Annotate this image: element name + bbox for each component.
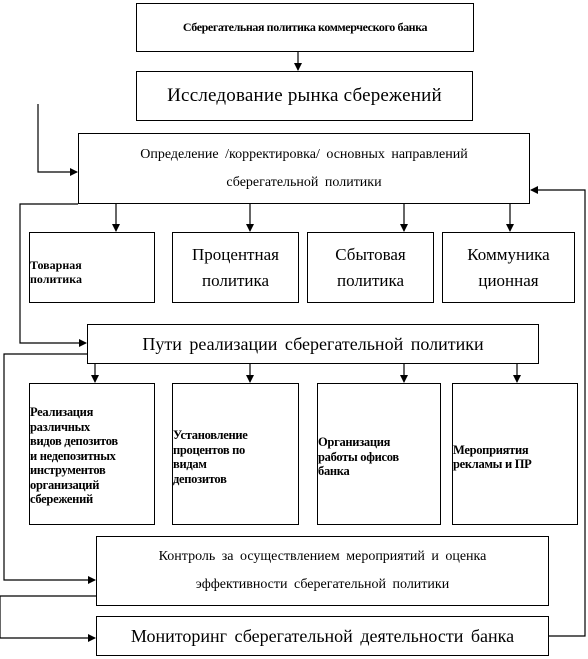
policy-box-communication: Коммуника ционная bbox=[442, 232, 575, 303]
policy-sales-line-2: политика bbox=[336, 270, 405, 290]
control-box: Контроль за осуществлением мероприятий и… bbox=[96, 536, 549, 606]
measure-rates-line-4: депозитов bbox=[173, 471, 227, 486]
measure-rates-line-1: Установление bbox=[173, 428, 248, 442]
research-box: Исследование рынка сбережений bbox=[136, 71, 473, 121]
define-line-1: Определение /корректировка/ основных нап… bbox=[140, 146, 468, 162]
monitoring-text: Мониторинг сберегательной деятельности б… bbox=[130, 625, 515, 646]
policy-box-interest: Процентная политика bbox=[172, 232, 299, 303]
measure-rates-line-3: видам bbox=[173, 457, 207, 471]
measure-box-advertising: Мероприятия рекламы и ПР bbox=[452, 383, 578, 525]
measure-deposits-line-3: видов депозитов bbox=[30, 434, 118, 449]
research-text: Исследование рынка сбережений bbox=[167, 85, 442, 106]
title-text: Сберегательная политика коммерческого ба… bbox=[182, 20, 428, 34]
measure-offices-line-2: работы офисов bbox=[318, 449, 399, 464]
title-box: Сберегательная политика коммерческого ба… bbox=[136, 3, 474, 52]
measure-rates-line-2: процентов по bbox=[173, 442, 245, 457]
define-directions-box: Определение /корректировка/ основных нап… bbox=[78, 133, 530, 204]
policy-communication-line-1: Коммуника bbox=[467, 244, 550, 264]
arrow-control-to-monitor bbox=[0, 595, 96, 642]
monitoring-box: Мониторинг сберегательной деятельности б… bbox=[96, 616, 549, 656]
implementation-paths-box: Пути реализации сберегательной политики bbox=[87, 324, 539, 364]
policy-box-commodity: Товарная политика bbox=[29, 232, 155, 303]
measure-box-interest-rates: Установление процентов по видам депозито… bbox=[172, 383, 299, 525]
measure-advertising-line-1: Мероприятия bbox=[453, 442, 529, 457]
arrow-research-to-define bbox=[37, 104, 78, 176]
policy-commodity-line-2: политика bbox=[30, 271, 82, 286]
measure-deposits-line-6: организаций bbox=[30, 477, 100, 492]
define-line-2: сберегательной политики bbox=[226, 174, 382, 190]
measure-offices-line-1: Организация bbox=[318, 435, 391, 450]
measure-deposits-line-4: и недепозитных bbox=[30, 448, 116, 463]
measure-box-deposits: Реализация различных видов депозитов и н… bbox=[29, 383, 155, 525]
policy-interest-line-1: Процентная bbox=[192, 244, 279, 264]
measure-offices-line-3: банка bbox=[318, 464, 350, 479]
policy-communication-line-2: ционная bbox=[478, 270, 539, 290]
measure-deposits-line-5: инструментов bbox=[30, 463, 106, 478]
measure-advertising-line-2: рекламы и ПР bbox=[453, 457, 532, 471]
measure-deposits-line-1: Реализация bbox=[30, 405, 94, 420]
policy-commodity-line-1: Товарная bbox=[30, 257, 82, 272]
measure-deposits-line-7: сбережений bbox=[30, 492, 93, 507]
policy-sales-line-1: Сбытовая bbox=[335, 244, 406, 264]
measure-box-offices: Организация работы офисов банка bbox=[317, 383, 441, 525]
control-line-2: эффективности сберегательной политики bbox=[195, 577, 450, 592]
measure-deposits-line-2: различных bbox=[30, 419, 91, 434]
policy-interest-line-2: политика bbox=[201, 270, 270, 290]
policy-box-sales: Сбытовая политика bbox=[307, 232, 434, 303]
control-line-1: Контроль за осуществлением мероприятий и… bbox=[158, 549, 487, 564]
paths-text: Пути реализации сберегательной политики bbox=[142, 333, 484, 354]
